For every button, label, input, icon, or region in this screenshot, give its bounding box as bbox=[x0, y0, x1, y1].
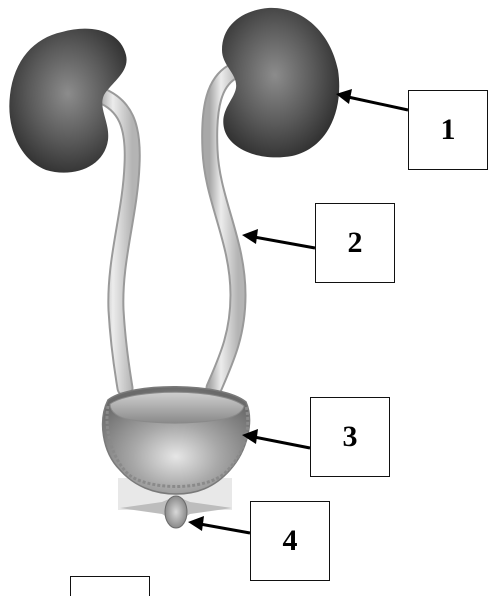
label-1-text: 1 bbox=[440, 113, 456, 146]
right-kidney bbox=[222, 7, 340, 158]
label-box-1: 1 bbox=[408, 90, 488, 170]
urinary-system-diagram bbox=[9, 7, 409, 535]
label-box-4: 4 bbox=[250, 501, 330, 581]
label-box-5-partial bbox=[70, 576, 150, 596]
label-2-text: 2 bbox=[347, 226, 363, 259]
arrow-2 bbox=[242, 229, 316, 250]
urethra bbox=[164, 495, 188, 529]
label-3-text: 3 bbox=[342, 420, 358, 453]
arrow-4 bbox=[188, 516, 251, 535]
label-box-2: 2 bbox=[315, 203, 395, 283]
label-4-text: 4 bbox=[282, 524, 298, 557]
arrow-1 bbox=[336, 89, 409, 112]
label-box-3: 3 bbox=[310, 397, 390, 477]
arrow-3 bbox=[242, 429, 311, 450]
left-kidney bbox=[9, 28, 127, 173]
